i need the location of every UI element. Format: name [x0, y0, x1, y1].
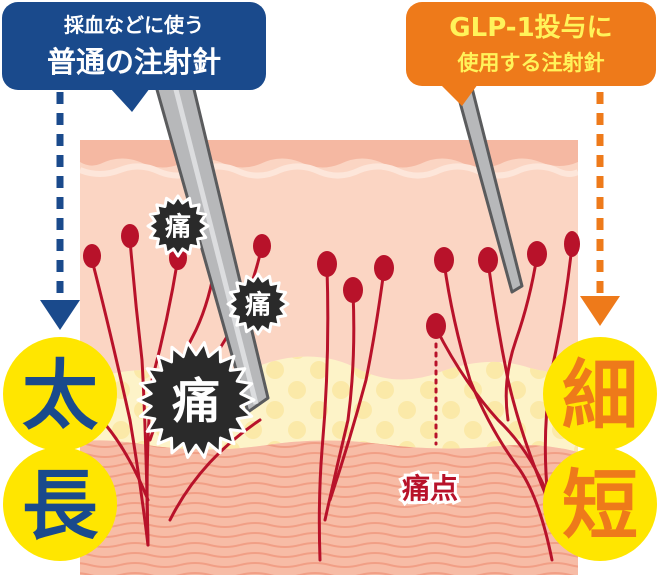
- pain-point: [527, 241, 547, 267]
- pain-point: [169, 246, 187, 270]
- pain-point: [564, 231, 580, 257]
- left-dashed-arrow: [40, 92, 80, 330]
- left-label-line1: 採血などに使う: [64, 13, 204, 37]
- pain-point: [478, 247, 498, 273]
- left-circle-bottom-label: 長: [22, 461, 99, 550]
- left-label-box: 採血などに使う 普通の注射針: [2, 2, 266, 112]
- pain-burst-label: 痛: [172, 373, 220, 429]
- right-dashed-arrow: [580, 92, 620, 326]
- pain-burst: 痛: [226, 272, 290, 336]
- pain-burst-shape: [136, 341, 256, 459]
- pain-burst: 痛: [146, 194, 210, 258]
- pain-burst-shape: [146, 194, 210, 258]
- pain-burst-shape: [226, 272, 290, 336]
- pain-burst: 痛: [136, 341, 256, 459]
- pain-burst-label: 痛: [165, 211, 191, 242]
- left-circle-top-label: 太: [22, 351, 98, 440]
- pain-points: [83, 224, 580, 339]
- right-circle-bottom-label: 短: [562, 461, 638, 550]
- pain-point: [121, 224, 139, 248]
- pain-point: [374, 255, 394, 281]
- pain-point: [317, 251, 337, 277]
- epidermis-highlight: [80, 163, 578, 179]
- pain-point: [343, 277, 363, 303]
- pain-point-highlighted: [426, 313, 446, 339]
- right-circle-top-label: 細: [562, 351, 638, 440]
- pain-burst-label: 痛: [245, 289, 271, 320]
- right-label-line2: 使用する注射針: [457, 51, 605, 75]
- pain-bursts: 痛痛痛: [136, 194, 290, 459]
- pain-point: [83, 244, 101, 268]
- right-circle-top: 細: [543, 337, 657, 451]
- left-circle-top: 太: [3, 337, 117, 451]
- left-label-line2: 普通の注射針: [47, 45, 221, 79]
- right-circle-bottom: 短: [543, 447, 657, 561]
- right-label-box: GLP-1投与に 使用する注射針: [406, 2, 656, 106]
- left-circle-bottom: 長: [3, 447, 117, 561]
- right-label-line1: GLP-1投与に: [449, 13, 612, 43]
- pain-point-label: 痛点: [402, 472, 458, 505]
- pain-point: [253, 234, 271, 258]
- nerve-fibers: [78, 238, 574, 562]
- pain-point: [434, 247, 454, 273]
